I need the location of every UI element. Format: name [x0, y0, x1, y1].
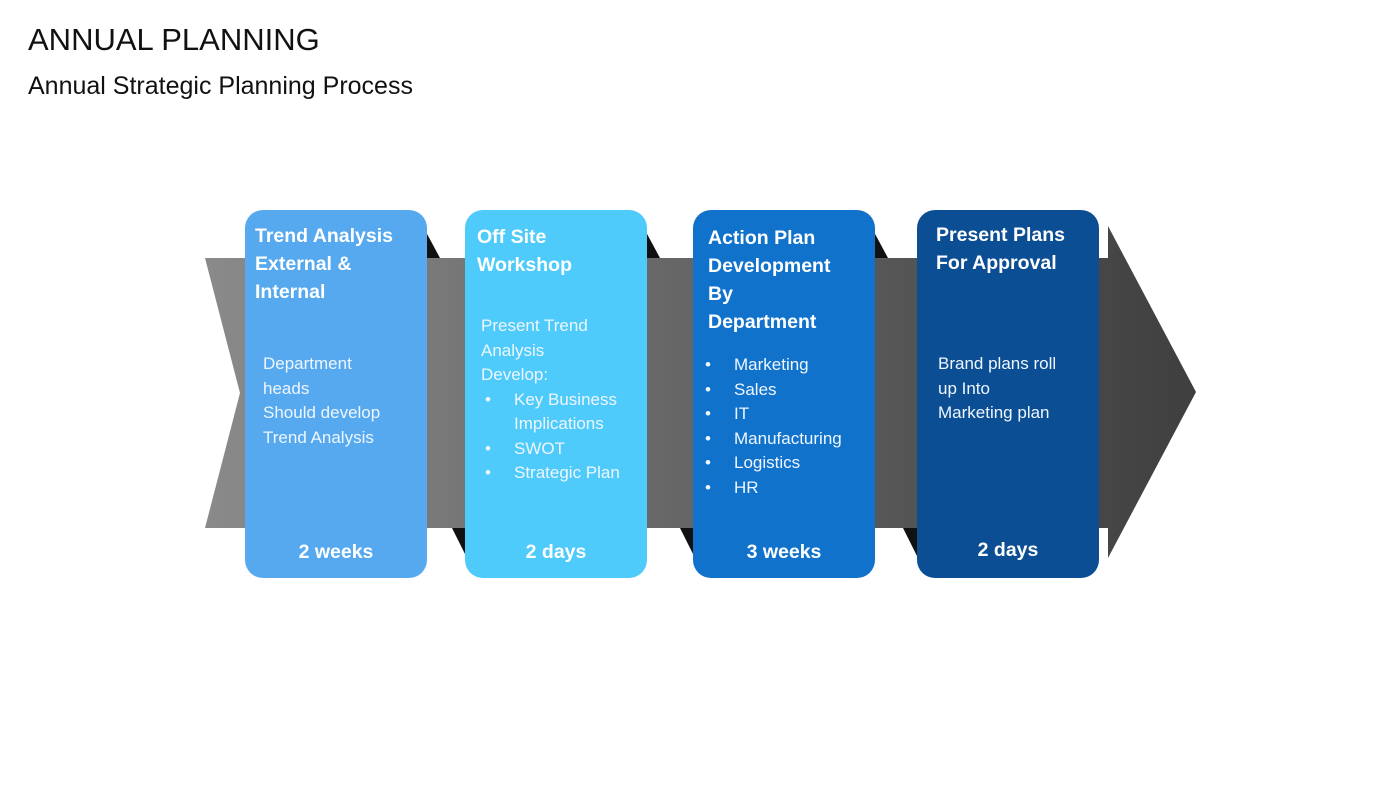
title-line: Internal	[255, 281, 326, 303]
body-line: Trend Analysis	[263, 427, 374, 447]
step-description: Brand plans roll up Into Marketing plan	[938, 352, 1056, 426]
body-line: Should develop	[263, 403, 381, 422]
step-description: Department heads Should develop Trend An…	[263, 352, 380, 450]
title-line: Action Plan	[708, 227, 816, 249]
body-line: Analysis	[481, 340, 545, 360]
bullet-item: HR	[701, 476, 873, 501]
fold-shadow-6	[903, 528, 917, 556]
title-line: Department	[708, 311, 817, 333]
page-title: ANNUAL PLANNING	[28, 22, 320, 57]
bullet-item: Key Business Implications	[481, 388, 643, 437]
step-title: Action Plan Development By Department	[708, 224, 878, 336]
bullet-item: Sales	[701, 378, 873, 403]
body-line: heads	[263, 378, 310, 398]
title-line: Trend Analysis	[255, 225, 393, 247]
step-card-off-site-workshop: Off Site Workshop Present Trend Analysis…	[465, 210, 647, 578]
fold-shadow-3	[874, 232, 888, 258]
body-line: Marketing plan	[938, 403, 1050, 422]
step-title: Present Plans For Approval	[936, 221, 1106, 277]
step-card-present-plans: Present Plans For Approval Brand plans r…	[917, 210, 1099, 578]
step-card-trend-analysis: Trend Analysis External & Internal Depar…	[245, 210, 427, 578]
bullet-list: Key Business Implications SWOT Strategic…	[481, 388, 643, 486]
fold-shadow-5	[680, 528, 694, 556]
body-line: Department	[263, 354, 352, 373]
bullet-item: Manufacturing	[701, 427, 873, 452]
bullet-item: Marketing	[701, 353, 873, 378]
step-title: Off Site Workshop	[477, 223, 647, 279]
body-line: Develop:	[481, 365, 549, 384]
bullet-item: IT	[701, 402, 873, 427]
step-description: Present Trend Analysis Develop: Key Busi…	[481, 314, 643, 486]
step-duration: 3 weeks	[746, 541, 822, 563]
step-duration: 2 days	[525, 541, 587, 563]
page-subtitle: Annual Strategic Planning Process	[28, 72, 413, 100]
fold-shadow-4	[452, 528, 466, 556]
step-card-action-plan: Action Plan Development By Department Ma…	[693, 210, 875, 578]
step-duration: 2 weeks	[298, 541, 374, 563]
title-line: External &	[255, 253, 352, 275]
bullet-item: SWOT	[481, 437, 643, 462]
title-line: For Approval	[936, 252, 1057, 274]
title-line: Present Plans	[936, 224, 1065, 246]
title-line: Workshop	[477, 254, 572, 276]
body-line: up Into	[938, 378, 990, 398]
body-line: Present Trend	[481, 316, 588, 335]
body-line: Brand plans roll	[938, 354, 1057, 373]
bullet-list: Marketing Sales IT Manufacturing Logisti…	[701, 353, 873, 500]
bullet-item: Strategic Plan	[481, 461, 643, 486]
title-line: By	[708, 283, 733, 305]
step-description: Marketing Sales IT Manufacturing Logisti…	[701, 353, 873, 500]
step-duration: 2 days	[977, 539, 1039, 561]
fold-shadow-2	[646, 232, 660, 258]
bullet-item: Logistics	[701, 451, 873, 476]
fold-shadow-1	[426, 232, 440, 258]
title-line: Off Site	[477, 226, 547, 248]
title-line: Development	[708, 255, 831, 277]
step-title: Trend Analysis External & Internal	[255, 222, 425, 306]
